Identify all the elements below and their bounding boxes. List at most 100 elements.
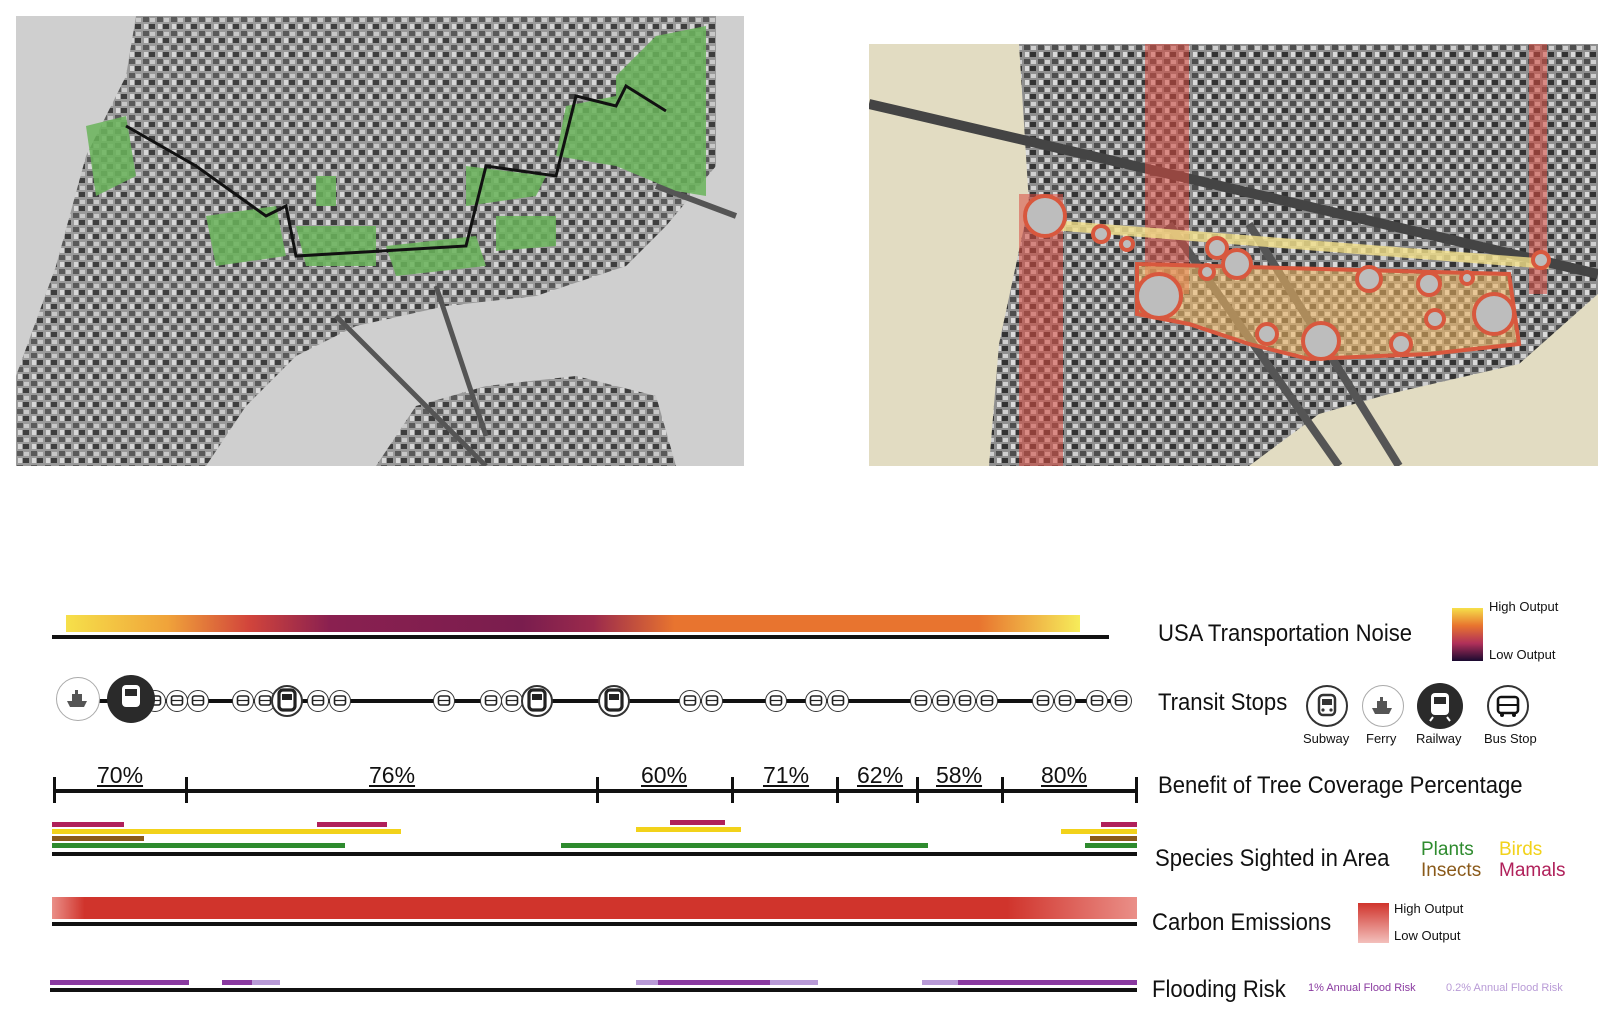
bus-stop-icon [679,690,701,712]
bridge [433,285,489,437]
plants-bar [1085,843,1137,848]
mammals-bar [670,820,725,825]
species-label: Species Sighted in Area [1155,845,1390,872]
bus-stop-icon [1086,690,1108,712]
carbon-legend-low: Low Output [1394,928,1461,943]
ferry-stop-icon [56,677,100,721]
aerial-map-green-spaces [16,16,744,466]
railway-legend-icon [1417,683,1463,729]
tree-coverage-line [53,789,1138,793]
bridge [654,183,738,219]
species-legend-insects: Insects [1421,860,1482,881]
subway-stop-icon [271,685,303,717]
flood-bar-1pct [658,980,770,985]
land [989,44,1598,466]
bus-stop-icon [954,690,976,712]
tree-tick [836,777,839,803]
tree-tick [185,777,188,803]
bus-stop-icon [701,690,723,712]
transit-legend-bus-stop: Bus Stop [1484,731,1537,746]
land-brooklyn [376,376,676,466]
tree-tick [916,777,919,803]
tree-pct-6: 58% [936,762,983,788]
tree-pct-2: 76% [369,762,416,788]
insects-bar [52,836,144,841]
bus-stop-icon [501,690,523,712]
carbon-legend-gradient [1358,903,1389,943]
map-green-spaces-svg [16,16,744,466]
bus-stop-icon [480,690,502,712]
bridge [334,314,488,466]
bus-stop-icon [307,690,329,712]
flood-bar-1pct [222,980,252,985]
flood-bar-02pct [252,980,280,985]
ferry-legend-icon [1362,685,1404,727]
route-line [125,83,667,258]
bus-stop-icon [329,690,351,712]
map-corridor-svg [869,44,1598,466]
bus-stop-icon [827,690,849,712]
aerial-map-corridor-plan [869,44,1598,466]
corridor-east [1529,44,1547,294]
species-baseline [52,852,1137,856]
node-circles [1023,194,1551,361]
corridor-middle [1145,44,1189,294]
birds-bar [1061,829,1137,834]
tree-tick [731,777,734,803]
carbon-label: Carbon Emissions [1152,909,1332,936]
bus-stop-icon [765,690,787,712]
transit-line [60,699,1116,703]
subway-legend-icon [1306,685,1348,727]
transit-label: Transit Stops [1158,689,1288,716]
noise-legend-gradient [1452,608,1483,661]
noise-legend-high: High Output [1489,599,1559,614]
corridor-west [1019,194,1063,466]
tree-tick [1001,777,1004,803]
tree-tick [596,777,599,803]
bus-stop-icon [433,690,455,712]
plants-bar [561,843,928,848]
bus-stop-icon [910,690,932,712]
transit-legend-railway: Railway [1416,731,1462,746]
flood-label: Flooding Risk [1152,976,1286,1003]
subway-stop-icon [598,685,630,717]
flood-bar-02pct [770,980,818,985]
bus-stop-icon [1054,690,1076,712]
noise-label: USA Transportation Noise [1158,620,1413,647]
tree-tick [1135,777,1138,803]
noise-legend-low: Low Output [1489,647,1556,662]
insects-bar [1090,836,1137,841]
flood-legend-02pct: 0.2% Annual Flood Risk [1446,982,1563,994]
carbon-legend-high: High Output [1394,901,1464,916]
flood-bar-02pct [636,980,658,985]
bus-stop-icon [932,690,954,712]
bus-stop-icon [187,690,209,712]
bus-stop-icon [232,690,254,712]
species-legend-plants: Plants [1421,839,1474,860]
tree-label: Benefit of Tree Coverage Percentage [1158,772,1523,799]
railway-stop-icon [107,675,155,723]
flood-bar-1pct [958,980,1137,985]
tree-tick [53,777,56,803]
transit-legend-subway: Subway [1303,731,1350,746]
bus-stop-icon [1032,690,1054,712]
noise-gradient-bar [66,615,1080,632]
birds-bar [52,829,401,834]
tree-pct-1: 70% [97,762,144,788]
flood-baseline [50,988,1137,992]
flood-legend-1pct: 1% Annual Flood Risk [1308,982,1416,994]
bus-stop-icon [1110,690,1132,712]
mammals-bar [1101,822,1137,827]
species-legend-mammals: Mamals [1499,860,1566,881]
tree-pct-3: 60% [641,762,688,788]
road [869,99,1598,279]
path-strip [1038,219,1550,269]
tree-pct-5: 62% [857,762,904,788]
bus-stop-icon [805,690,827,712]
carbon-baseline [52,922,1137,926]
plants-bar [52,843,345,848]
transit-legend-ferry: Ferry [1366,731,1397,746]
carbon-bar [52,897,1137,919]
mammals-bar [52,822,124,827]
bus-stop-icon [976,690,998,712]
